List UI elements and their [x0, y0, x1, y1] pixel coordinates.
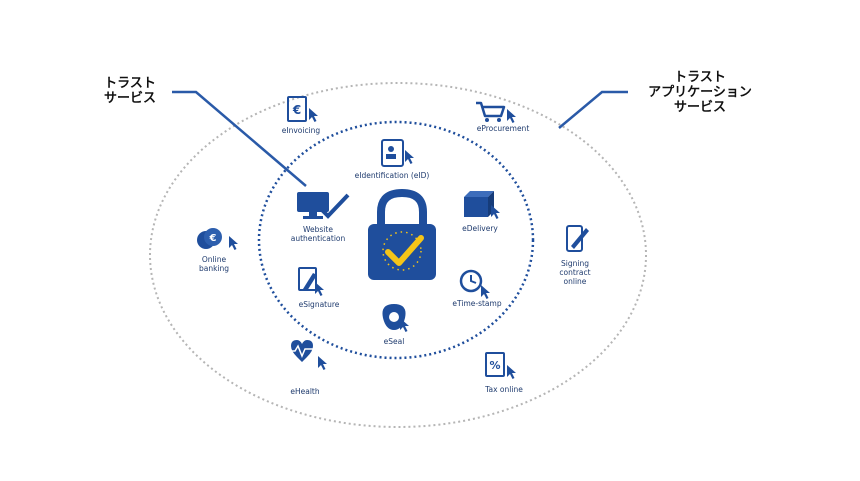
trust-services-line-2: サービス	[103, 91, 156, 106]
eseal-service[interactable]: eSeal	[382, 304, 409, 346]
svg-text:%: %	[489, 359, 500, 372]
padlock-eu-stars-check-icon	[368, 188, 436, 280]
shopping-cart-icon	[476, 101, 516, 123]
signing-contract-label-line-2: contract	[559, 268, 590, 277]
ehealth-service[interactable]: eHealth	[287, 340, 327, 396]
esignature-label: eSignature	[299, 300, 340, 309]
eseal-label: eSeal	[384, 337, 405, 346]
website-authentication-service[interactable]: Website authentication	[291, 192, 350, 243]
svg-text:€: €	[292, 103, 301, 117]
einvoicing-label: eInvoicing	[282, 126, 321, 135]
website-authentication-label-line-2: authentication	[291, 234, 346, 243]
inner-ring	[257, 120, 535, 360]
eidentification-label: eIdentification (eID)	[355, 171, 430, 180]
monitor-check-icon	[297, 192, 350, 219]
tax-online-service[interactable]: % Tax online	[484, 352, 523, 394]
eidentification-service[interactable]: eIdentification (eID)	[355, 139, 430, 180]
trust-services-line-1: トラスト	[104, 76, 156, 91]
svg-text:€: €	[209, 233, 217, 244]
pen-document-icon	[298, 267, 324, 296]
package-icon	[464, 191, 500, 219]
online-banking-label-line-1: Online	[202, 255, 227, 264]
tablet-pen-icon	[566, 225, 589, 252]
signing-contract-label-line-1: Signing	[561, 259, 589, 268]
esignature-service[interactable]: eSignature	[298, 267, 340, 309]
eprocurement-label: eProcurement	[477, 124, 530, 133]
eprocurement-service[interactable]: eProcurement	[476, 101, 530, 133]
heart-pulse-icon	[287, 340, 327, 370]
id-card-icon	[381, 139, 414, 167]
euro-document-icon: €	[287, 96, 318, 122]
signing-contract-service[interactable]: Signing contract online	[559, 225, 591, 286]
etimestamp-label: eTime-stamp	[452, 299, 501, 308]
online-banking-label-line-2: banking	[199, 264, 229, 273]
trust-app-services-line-3: サービス	[673, 100, 726, 115]
trust-services-leader-line	[172, 90, 307, 187]
clock-icon	[459, 269, 490, 299]
signing-contract-label-line-3: online	[564, 277, 587, 286]
trust-services-callout: トラスト サービス	[94, 76, 166, 106]
edelivery-label: eDelivery	[462, 224, 498, 233]
online-banking-service[interactable]: € Online banking	[197, 228, 238, 273]
etimestamp-service[interactable]: eTime-stamp	[452, 269, 502, 308]
edelivery-service[interactable]: eDelivery	[462, 191, 500, 233]
euro-coins-icon: €	[197, 228, 238, 250]
percent-document-icon: %	[485, 352, 516, 379]
trust-app-services-line-2: アプリケーション	[648, 85, 752, 100]
ehealth-label: eHealth	[290, 387, 319, 396]
outer-ring	[149, 82, 647, 428]
trust-application-services-callout: トラスト アプリケーション サービス	[630, 70, 770, 115]
website-authentication-label-line-1: Website	[303, 225, 333, 234]
trust-app-services-line-1: トラスト	[674, 70, 726, 85]
tax-online-label: Tax online	[484, 385, 523, 394]
trust-app-services-leader-line	[558, 90, 628, 129]
seal-icon	[382, 304, 409, 332]
einvoicing-service[interactable]: € eInvoicing	[282, 96, 321, 135]
